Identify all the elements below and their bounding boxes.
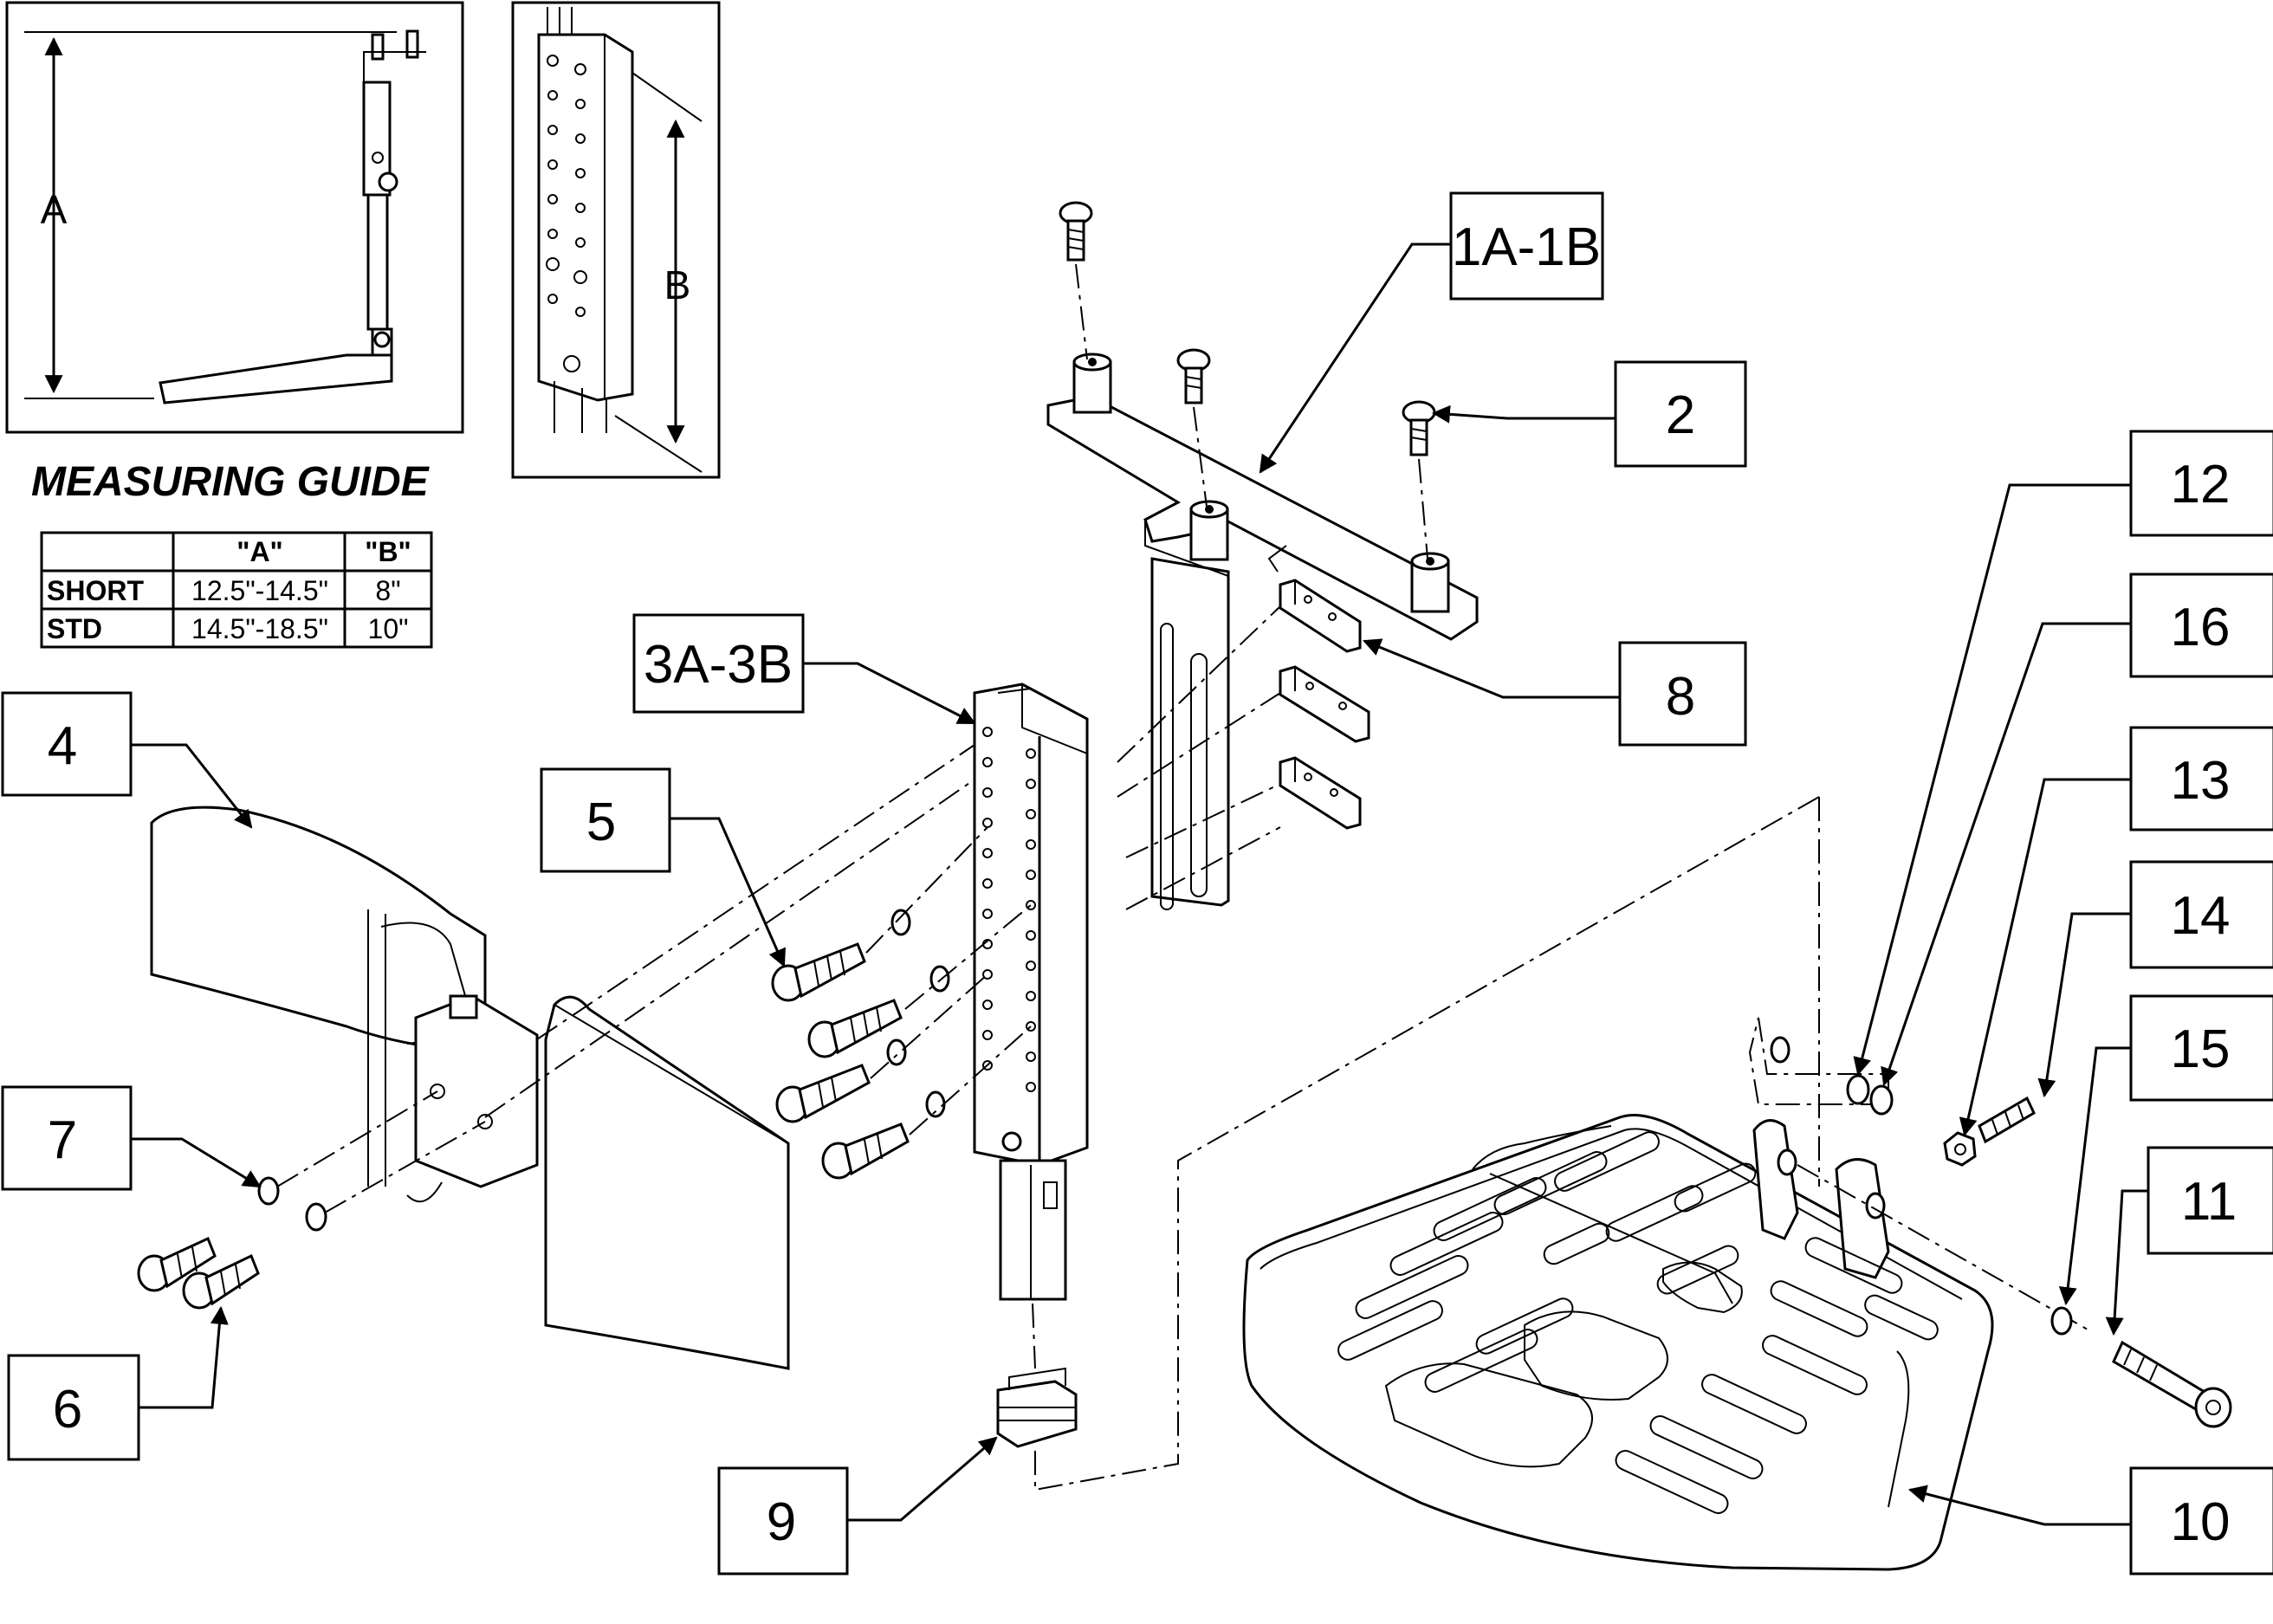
callout-9-label: 9: [767, 1492, 796, 1552]
tube-bolts: [771, 826, 1032, 1180]
hinge-set-screw-14: [1978, 1096, 2036, 1144]
callout-5-label: 5: [586, 793, 616, 852]
callout-14: 14: [2037, 860, 2273, 1098]
table-row-short-label: SHORT: [47, 575, 144, 606]
hinge-bolt-11: [2112, 1340, 2232, 1428]
callout-8-label: 8: [1666, 667, 1695, 727]
bracket-screw-1: [1059, 201, 1093, 262]
hinge-hardware: [1770, 1036, 2232, 1428]
hanger-boss-2: [1189, 500, 1229, 561]
hinge-washer-16: [1869, 1084, 1894, 1116]
callout-3a-3b: 3A-3B: [632, 613, 976, 725]
measuring-guide-title: MEASURING GUIDE: [31, 459, 431, 505]
bracket-screw-3: [1402, 400, 1436, 456]
callout-12-label: 12: [2171, 455, 2231, 514]
pad-screw-1: [137, 1236, 217, 1292]
tube-bolt-3: [775, 1064, 871, 1123]
bracket-screws: [1059, 201, 1436, 560]
hinge-washer-left: [1770, 1036, 1791, 1064]
table-row-short-b: 8": [375, 575, 400, 606]
callout-4-label: 4: [48, 716, 77, 776]
table-row-std-b: 10": [368, 613, 409, 644]
callout-1a-1b-label: 1A-1B: [1452, 217, 1601, 277]
nut-plate-1: [1279, 579, 1362, 653]
callout-6: 6: [7, 1305, 229, 1461]
nut-plate-2: [1279, 665, 1370, 743]
callout-2-label: 2: [1666, 385, 1695, 445]
callout-16: 16: [1881, 573, 2273, 1086]
nut-plate-3: [1279, 756, 1362, 830]
guide-panel-b: B: [511, 1, 721, 479]
callout-13-label: 13: [2171, 751, 2231, 811]
table-header-a: "A": [236, 536, 282, 567]
callout-16-label: 16: [2171, 598, 2231, 657]
table-row-std-a: 14.5"-18.5": [191, 613, 328, 644]
callout-15: 15: [2058, 994, 2273, 1306]
callout-1a-1b: 1A-1B: [1259, 191, 1604, 474]
pad-screw-2: [182, 1253, 260, 1310]
tube-bolt-2: [807, 999, 903, 1058]
callout-13: 13: [1959, 726, 2273, 1137]
bracket-screw-2: [1176, 348, 1211, 404]
calf-pad-part: [150, 806, 790, 1370]
callout-10: 10: [1907, 1466, 2273, 1575]
callout-2: 2: [1431, 360, 1747, 468]
callout-7: 7: [1, 1085, 262, 1191]
hinge-washer-12: [1846, 1074, 1870, 1105]
tube-bolt-4: [821, 1123, 910, 1180]
dim-b-label: B: [664, 262, 691, 307]
pad-fasteners: [137, 744, 975, 1310]
tube-sketch-b: [537, 7, 634, 433]
callout-12: 12: [1853, 430, 2273, 1077]
callout-15-label: 15: [2171, 1019, 2231, 1079]
callout-11: 11: [2105, 1146, 2273, 1336]
tube-plug-part: [996, 1303, 1179, 1491]
hanger-boss-1: [1072, 353, 1112, 414]
callout-14-label: 14: [2171, 886, 2231, 946]
footplate-part: [1177, 796, 2088, 1571]
pad-washer-2: [305, 1202, 327, 1232]
table-row-short-a: 12.5"-14.5": [191, 575, 328, 606]
callout-11-label: 11: [2181, 1172, 2237, 1232]
pad-washer-1: [257, 1176, 280, 1206]
hanger-boss-3: [1410, 552, 1450, 613]
tube-bolt-1: [771, 942, 866, 1002]
callout-6-label: 6: [53, 1380, 82, 1440]
guide-panel-a: A: [5, 1, 464, 434]
measuring-guide-table: "A" "B" SHORT 12.5"-14.5" 8" STD 14.5"-1…: [40, 531, 433, 649]
callout-9: 9: [717, 1436, 998, 1575]
tube-holes: [982, 727, 1036, 1092]
hinge-nut-13: [1943, 1131, 1977, 1167]
callout-3a-3b-label: 3A-3B: [644, 635, 793, 695]
callout-4: 4: [1, 691, 253, 829]
extension-tube-part: [973, 683, 1089, 1301]
dim-a-label: A: [41, 187, 68, 232]
callout-5: 5: [540, 767, 786, 967]
nut-plates: [1117, 579, 1370, 910]
table-row-std-label: STD: [47, 613, 102, 644]
callout-10-label: 10: [2171, 1492, 2231, 1552]
callout-8: 8: [1363, 638, 1747, 747]
footplate-slots: [1337, 1131, 1939, 1514]
hinge-washer-15: [2050, 1306, 2073, 1336]
hanger-sketch-a: [159, 29, 426, 404]
table-header-b: "B": [365, 536, 411, 567]
callout-7-label: 7: [48, 1110, 77, 1170]
